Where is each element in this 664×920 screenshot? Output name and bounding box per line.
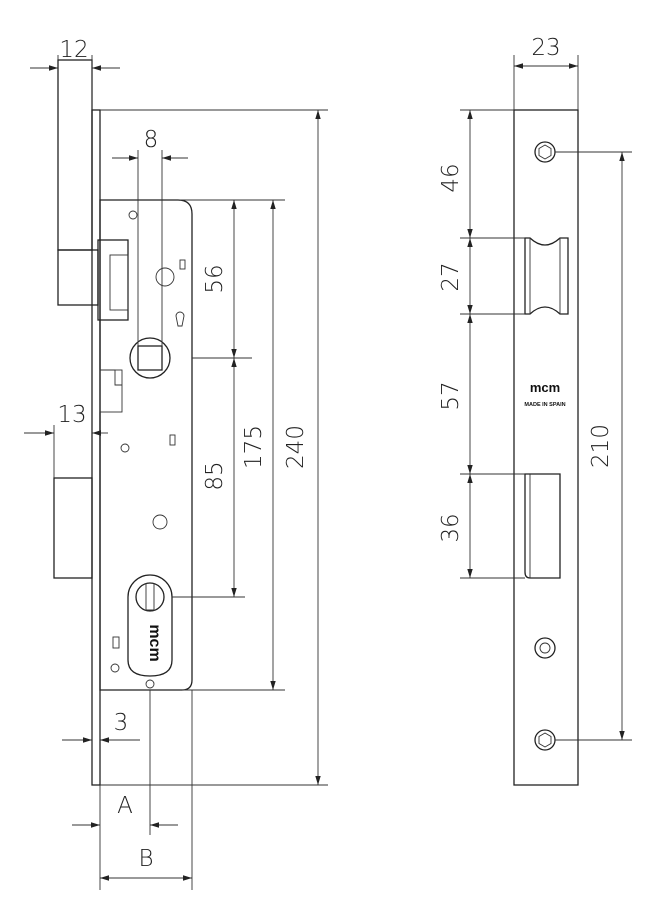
dim-46: 46 [438,163,464,192]
screw-hole [120,443,130,453]
screw-hole [110,663,120,673]
forend-upper [57,59,93,251]
front-view: mcm 12 8 56 85 175 [24,37,328,890]
faceplate-logo: mcm [530,380,560,395]
latch-profile [524,237,569,315]
dim-27: 27 [438,262,464,291]
spindle-hole [155,267,175,287]
screw-hole [128,210,138,220]
dim-85: 85 [202,461,228,490]
dim-23: 23 [531,35,560,61]
keyhole-icon [175,311,185,327]
latch-housing [97,239,129,321]
dim-a: A [117,793,133,819]
cylinder-core [135,582,165,612]
follower-circle [129,337,171,379]
dim-210: 210 [588,424,614,468]
slot [169,434,176,446]
faceplate-made-in: MADE IN SPAIN [524,402,565,408]
dim-b: B [138,846,153,872]
dim-56: 56 [202,264,228,293]
lock-case [99,199,193,691]
deadbolt-profile [524,473,561,579]
deadbolt [53,477,93,579]
follower-square [137,345,163,371]
dim-175: 175 [241,425,267,469]
dim-3: 3 [114,710,129,736]
cylinder-profile [127,574,173,677]
latch-inner [109,254,129,311]
dim-240: 240 [283,425,309,469]
dim-12: 12 [59,37,88,63]
dim-8: 8 [144,127,159,153]
screw-hole [145,679,155,689]
slot [112,636,120,649]
side-view: mcm MADE IN SPAIN 23 46 27 57 36 [438,35,632,786]
screw-hole [152,514,168,530]
dim-57: 57 [438,381,464,410]
faceplate [513,109,579,786]
dim-13: 13 [57,402,86,428]
case-logo: mcm [146,624,163,661]
bolt-housing [99,369,123,413]
slot [179,259,186,270]
dim-36: 36 [438,513,464,542]
screw-middle-icon [534,637,556,659]
faceplate-edge [91,109,101,786]
